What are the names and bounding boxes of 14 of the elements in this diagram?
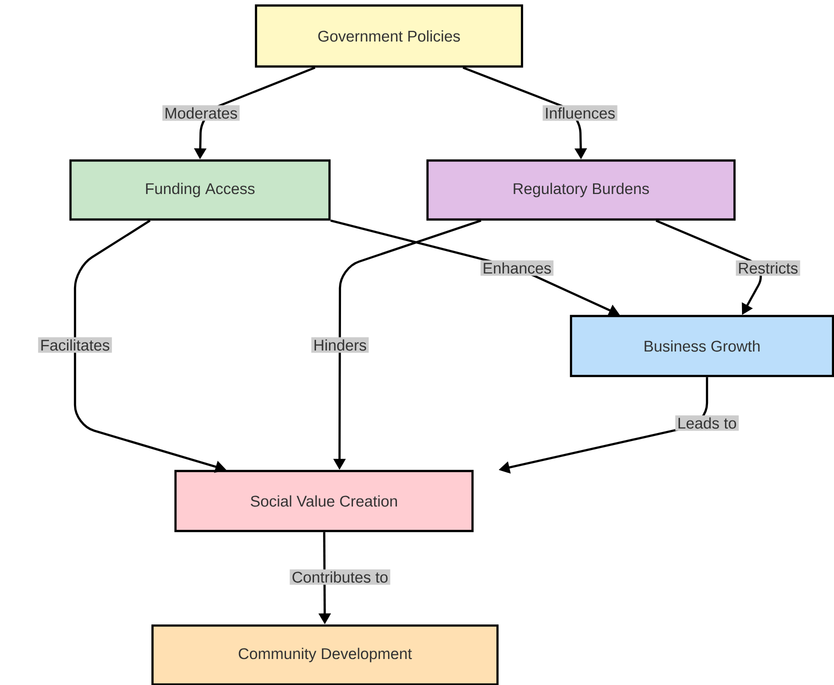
process-box: Funding Access xyxy=(69,159,331,221)
edge-label: Enhances xyxy=(480,260,554,276)
edge-label: Leads to xyxy=(675,415,739,431)
edge-label: Hinders xyxy=(311,337,369,353)
edge-label: Contributes to xyxy=(290,569,390,585)
process-box: Community Development xyxy=(151,624,499,685)
process-box: Regulatory Burdens xyxy=(426,159,736,221)
edge-label: Influences xyxy=(542,105,618,121)
edge-label: Facilitates xyxy=(38,337,112,353)
process-box: Business Growth xyxy=(570,314,834,378)
edge-label: Restricts xyxy=(736,260,800,276)
process-box: Social Value Creation xyxy=(174,470,474,532)
edge-label: Moderates xyxy=(162,105,240,121)
process-box: Government Policies xyxy=(254,4,524,68)
